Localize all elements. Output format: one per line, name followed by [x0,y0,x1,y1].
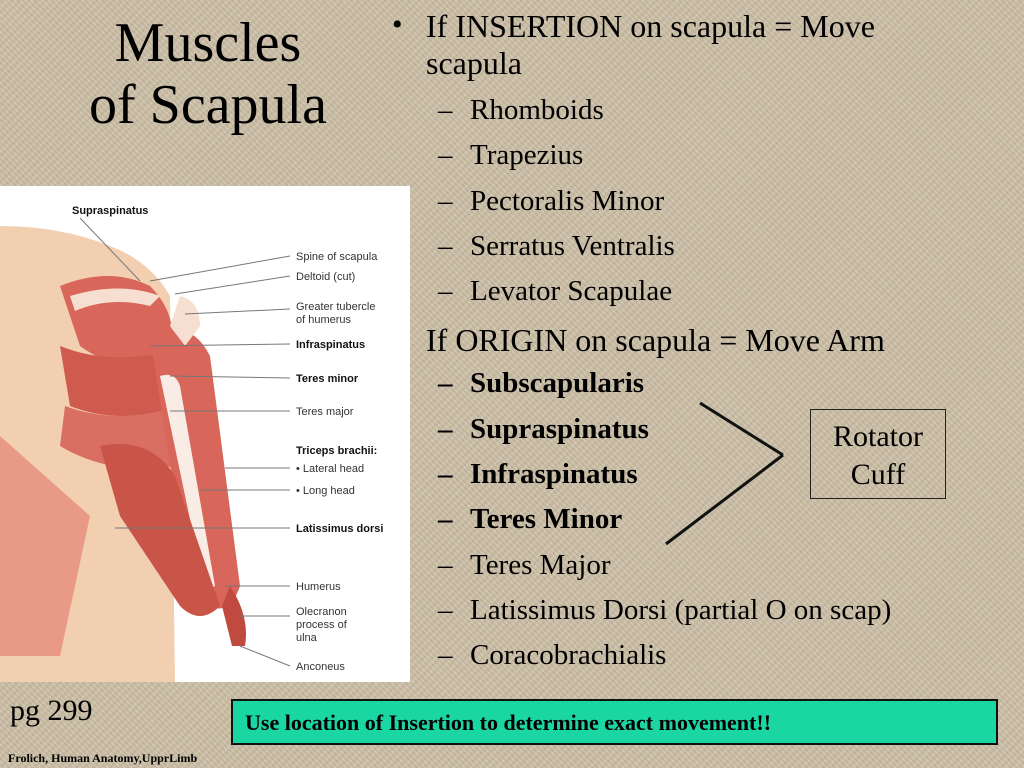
insertion-heading: • If INSERTION on scapula = Move scapula [392,8,875,81]
title-line-1: Muscles [114,12,302,74]
page-reference: pg 299 [10,694,93,727]
list-item: –Trapezius [438,139,584,172]
figure-label: Greater tubercle [296,301,375,313]
list-item: –Rhomboids [438,94,604,126]
figure-label: • Lateral head [296,463,364,475]
figure-label: of humerus [296,314,352,326]
figure-label: Spine of scapula [296,251,378,263]
figure-label: Olecranon [296,606,347,618]
list-item: –Teres Major [438,548,611,581]
figure-label: ulna [296,632,318,644]
figure-label: Deltoid (cut) [296,271,355,283]
figure-label: Infraspinatus [296,339,365,351]
figure-label: Anconeus [296,661,345,673]
figure-label-supraspinatus: Supraspinatus [72,205,148,217]
figure-label: process of [296,619,348,631]
bullet-icon: • [392,8,403,41]
figure-label: Triceps brachii: [296,445,377,457]
list-item: –Latissimus Dorsi (partial O on scap) [438,593,892,626]
arm-muscle-illustration: Supraspinatus Spine of scapula Deltoid (… [0,205,383,682]
list-item: –Pectoralis Minor [438,184,665,217]
bullet-list: • If INSERTION on scapula = Move scapula… [388,8,1018,679]
figure-label: • Long head [296,485,355,497]
title-line-2: of Scapula [89,74,327,136]
figure-label: Latissimus dorsi [296,523,383,535]
figure-label: Humerus [296,581,341,593]
anatomy-figure: Supraspinatus Spine of scapula Deltoid (… [0,186,410,682]
slide-title: Muscles of Scapula [58,12,358,136]
rotator-cuff-box: Rotator Cuff [810,409,946,499]
list-item: –Serratus Ventralis [438,229,675,262]
list-item: –Levator Scapulae [438,275,673,308]
figure-label: Teres minor [296,373,359,385]
figure-label: Teres major [296,406,354,418]
origin-heading: If ORIGIN on scapula = Move Arm [426,322,885,359]
list-item: –Subscapularis [438,367,645,400]
movement-note: Use location of Insertion to determine e… [231,699,998,745]
source-credit: Frolich, Human Anatomy,UpprLimb [8,751,198,765]
list-item: –Teres Minor [438,503,623,536]
list-item: –Coracobrachialis [438,639,667,672]
list-item: –Infraspinatus [438,458,638,491]
list-item: –Supraspinatus [438,412,649,445]
